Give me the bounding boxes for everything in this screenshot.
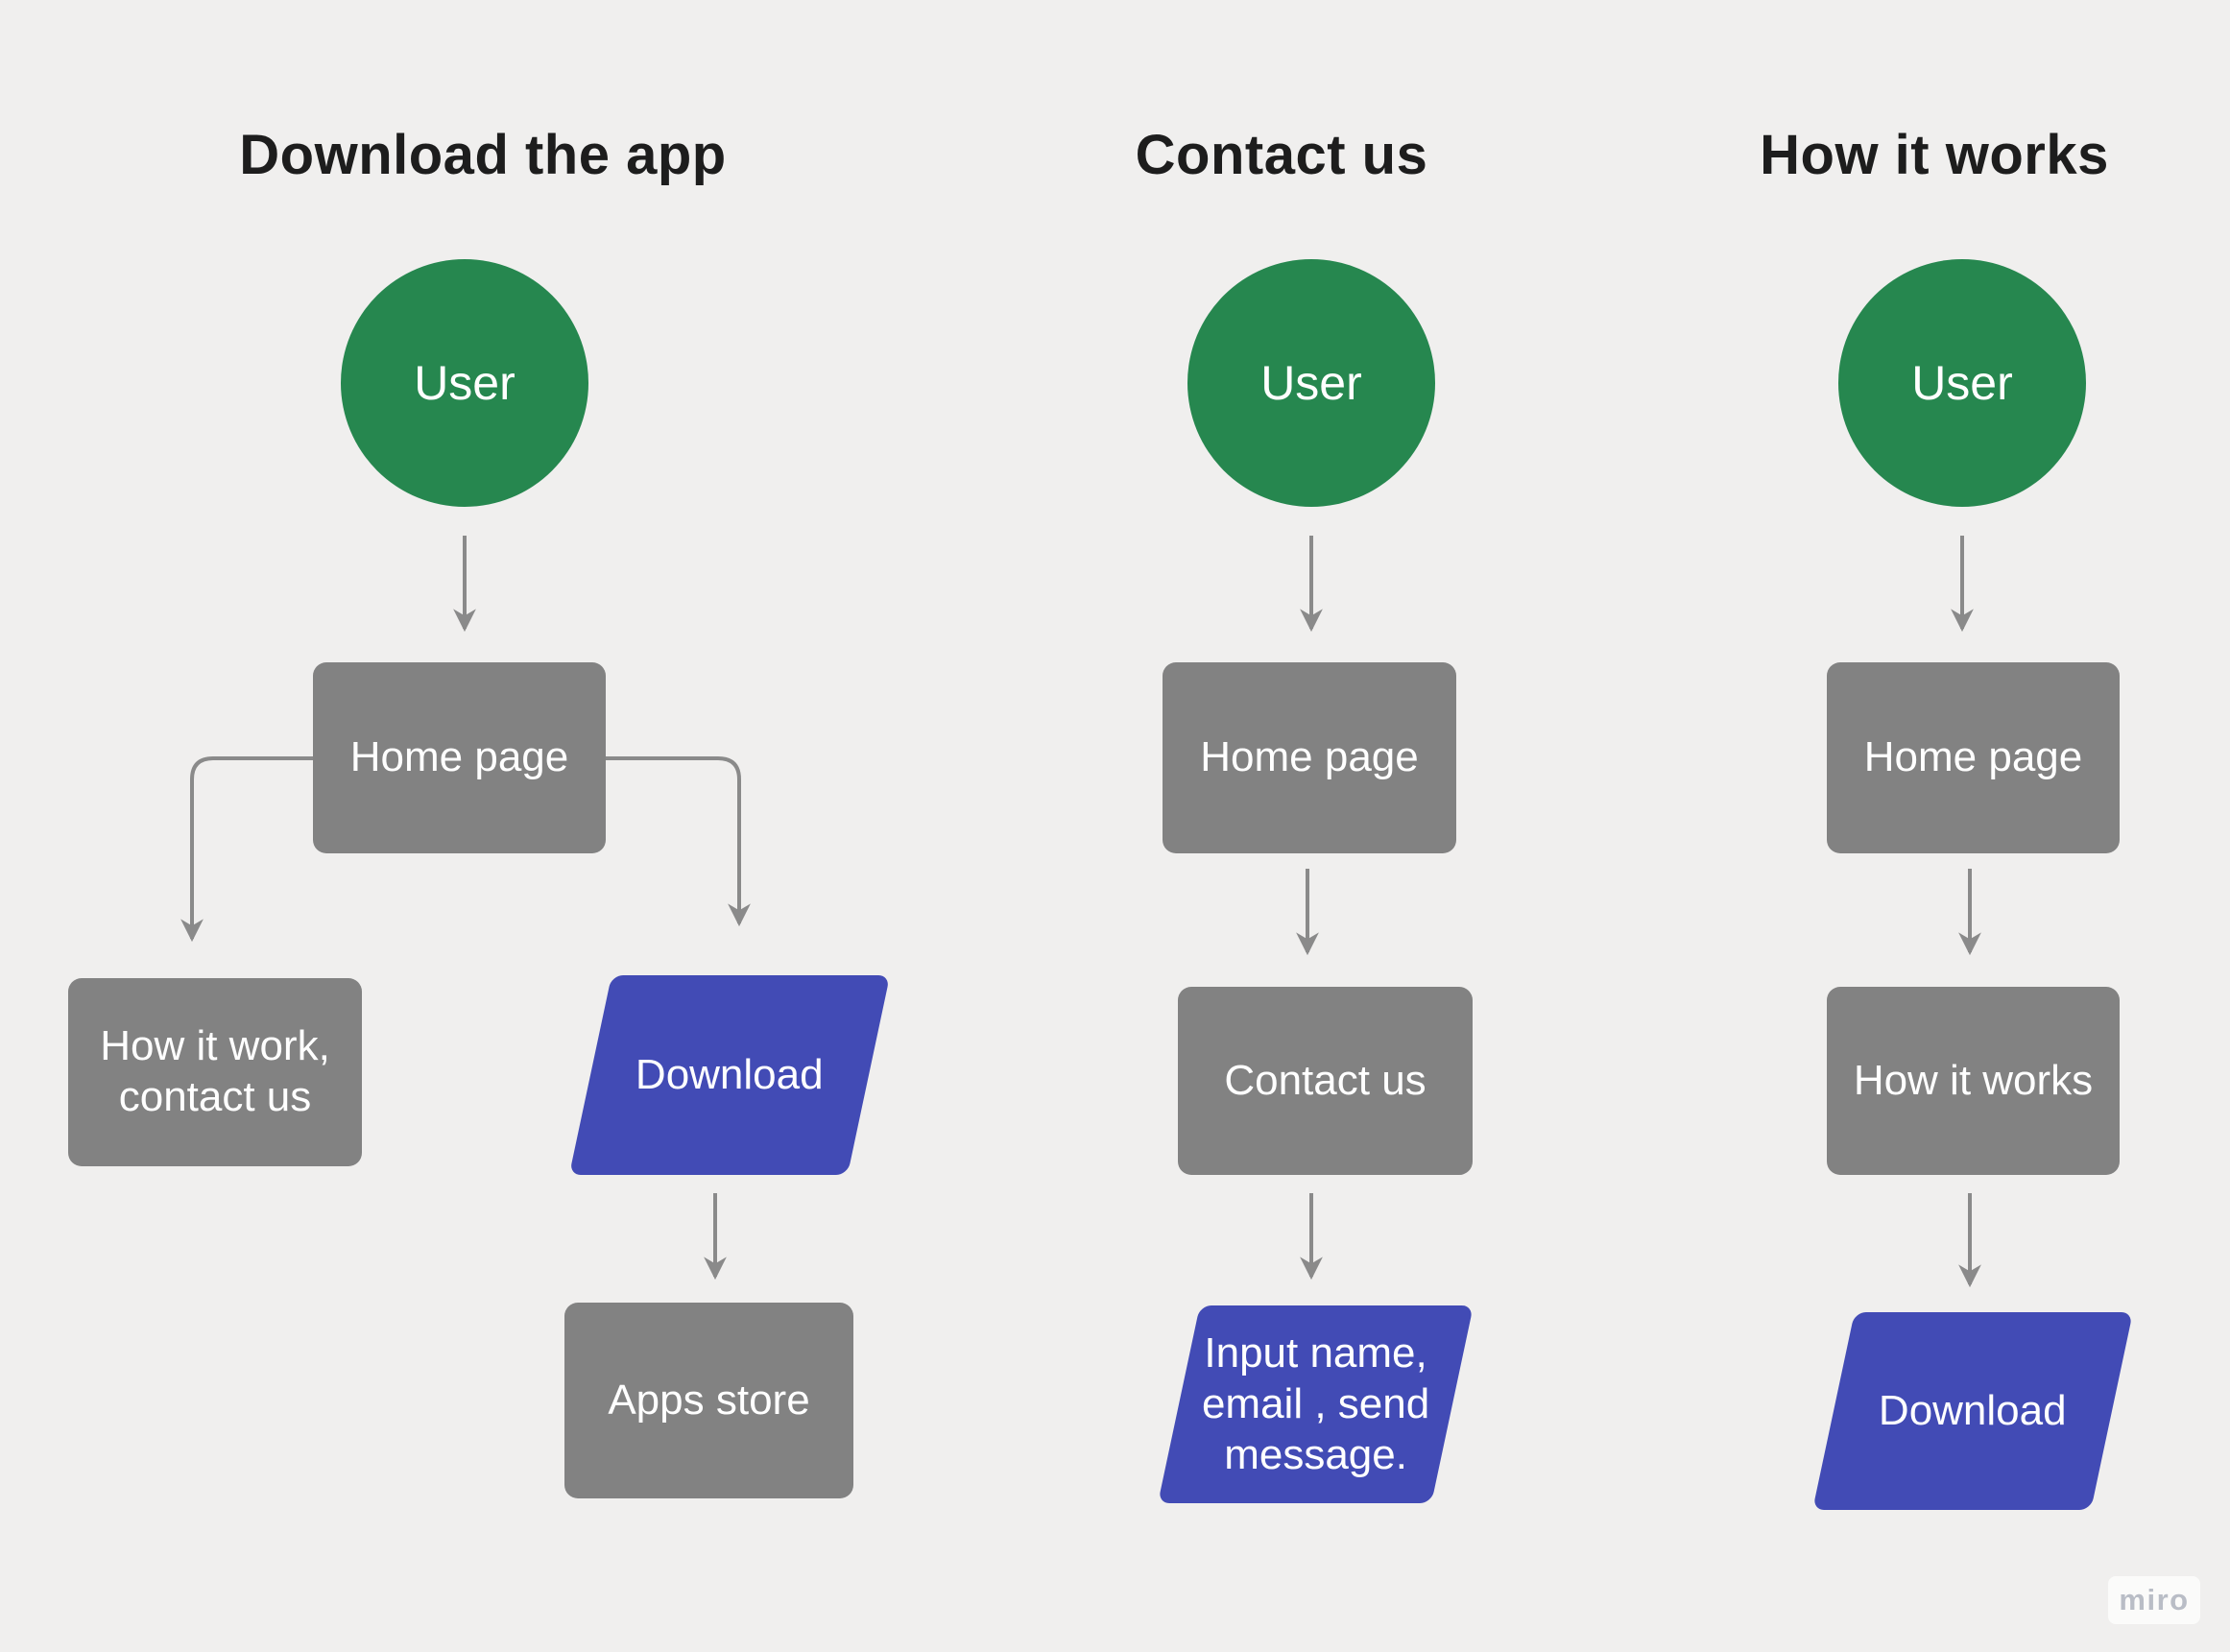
how-it-works-label: How it works <box>1853 1056 2094 1104</box>
user-node-flow3: User <box>1838 259 2086 507</box>
flow-title-contact-us: Contact us <box>1135 124 1428 186</box>
download-label: Download <box>1879 1386 2067 1434</box>
arrow-homepage-to-howitwork-flow1 <box>180 756 313 943</box>
user-node-label: User <box>414 356 516 410</box>
user-node-label: User <box>1260 356 1362 410</box>
home-page-node-flow3: Home page <box>1827 662 2120 853</box>
user-node-label: User <box>1911 356 2013 410</box>
download-node-flow1: Download <box>568 975 891 1175</box>
miro-logo-badge[interactable]: miro <box>2108 1576 2200 1624</box>
user-node-flow1: User <box>341 259 588 507</box>
how-it-works-node-flow3: How it works <box>1827 987 2120 1175</box>
arrow-homepage-to-download-flow1 <box>606 756 751 927</box>
contact-us-label: Contact us <box>1224 1056 1427 1104</box>
home-page-label: Home page <box>1863 733 2083 781</box>
home-page-label: Home page <box>1200 733 1419 781</box>
input-name-email-label: Input name, email , send message. <box>1201 1329 1430 1478</box>
how-it-work-contact-us-label: How it work, contact us <box>100 1022 330 1120</box>
apps-store-node-flow1: Apps store <box>564 1303 853 1498</box>
flow-title-how-it-works: How it works <box>1760 124 2109 186</box>
home-page-label: Home page <box>349 733 569 781</box>
input-name-email-node-flow2: Input name, email , send message. <box>1158 1305 1474 1503</box>
apps-store-label: Apps store <box>608 1376 810 1424</box>
download-node-flow3: Download <box>1812 1312 2133 1510</box>
contact-us-node-flow2: Contact us <box>1178 987 1473 1175</box>
home-page-node-flow1: Home page <box>313 662 606 853</box>
user-node-flow2: User <box>1187 259 1435 507</box>
flow-title-download-the-app: Download the app <box>239 124 727 186</box>
how-it-work-contact-us-node-flow1: How it work, contact us <box>68 978 362 1166</box>
home-page-node-flow2: Home page <box>1163 662 1456 853</box>
download-label: Download <box>635 1050 824 1098</box>
